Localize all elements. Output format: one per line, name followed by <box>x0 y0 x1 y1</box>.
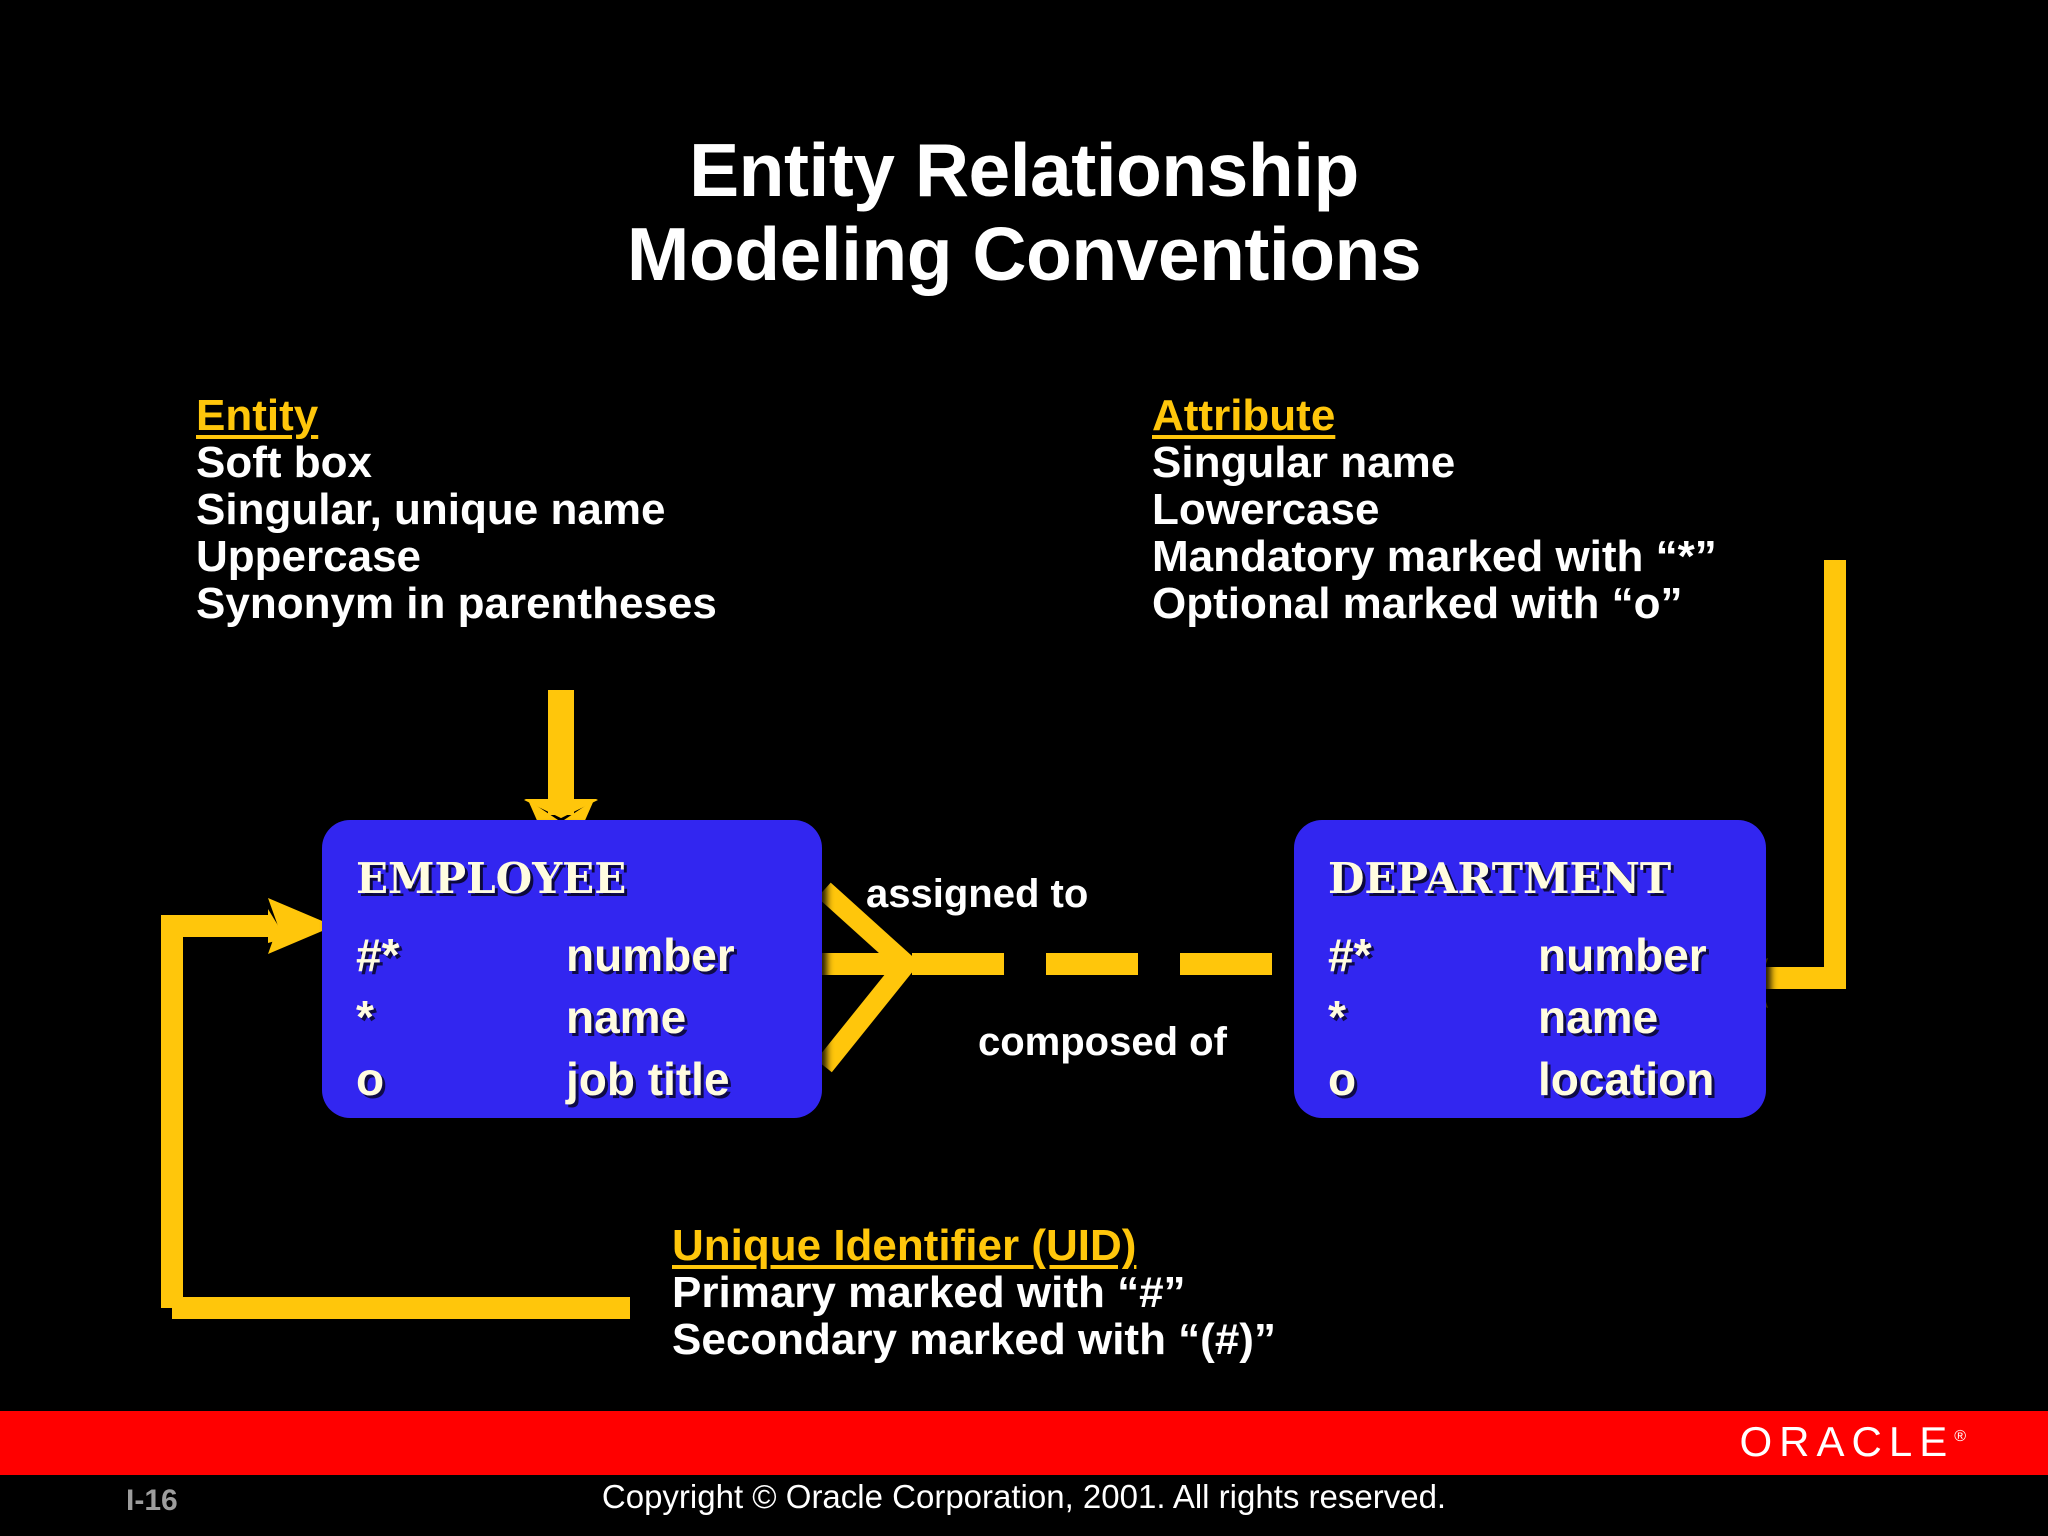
entity-item-2: Uppercase <box>196 532 422 582</box>
title-line-1: Entity Relationship <box>689 128 1359 212</box>
entity-attribute-row: * name <box>356 990 796 1044</box>
oracle-logo: ORACLE® <box>1739 1418 1966 1466</box>
entity-box-title: EMPLOYEE <box>356 854 627 903</box>
entity-box-title: DEPARTMENT <box>1328 854 1672 903</box>
attribute-conventions-list: Attribute Singular name Lowercase Mandat… <box>1152 392 1717 627</box>
entity-item-0: Soft box <box>196 438 372 488</box>
entity-attribute-row: #* number <box>356 928 796 982</box>
entity-item-1: Singular, unique name <box>196 485 666 535</box>
uid-item-0: Primary marked with “#” <box>672 1268 1186 1318</box>
registered-mark-icon: ® <box>1954 1428 1966 1445</box>
entity-box-department[interactable]: DEPARTMENT #* number * name o location <box>1294 820 1766 1118</box>
attribute-item-1: Lowercase <box>1152 485 1380 535</box>
attribute-item-2: Mandatory marked with “*” <box>1152 532 1717 582</box>
title-line-2: Modeling Conventions <box>626 212 1422 296</box>
relationship-label-composed-of: composed of <box>978 1020 1227 1064</box>
entity-attribute-row: o job title <box>356 1052 796 1106</box>
uid-item-1: Secondary marked with “(#)” <box>672 1315 1276 1365</box>
entity-attribute-row: o location <box>1328 1052 1768 1106</box>
uid-conventions-list: Unique Identifier (UID) Primary marked w… <box>672 1222 1276 1363</box>
oracle-footer-band <box>0 1411 2048 1475</box>
attribute-item-3: Optional marked with “o” <box>1152 579 1683 629</box>
entity-attribute-row: #* number <box>1328 928 1768 982</box>
attribute-name: job title <box>566 1053 730 1105</box>
attribute-marker: o <box>356 1053 385 1105</box>
attribute-name: number <box>566 929 735 981</box>
page-number: I-16 <box>126 1484 178 1517</box>
attribute-marker: * <box>356 991 374 1043</box>
entity-attribute-row: * name <box>1328 990 1768 1044</box>
attribute-name: name <box>566 991 687 1043</box>
copyright-notice: Copyright © Oracle Corporation, 2001. Al… <box>601 1478 1447 1515</box>
attribute-name: location <box>1538 1053 1715 1105</box>
uid-heading: Unique Identifier (UID) <box>672 1221 1137 1270</box>
attribute-marker: #* <box>356 929 400 981</box>
attribute-name: name <box>1538 991 1659 1043</box>
attribute-name: number <box>1538 929 1707 981</box>
attribute-marker: #* <box>1328 929 1372 981</box>
attribute-marker: o <box>1328 1053 1357 1105</box>
entity-box-employee[interactable]: EMPLOYEE #* number * name o job title <box>322 820 822 1118</box>
entity-heading: Entity <box>196 391 319 440</box>
page-title: Entity Relationship Modeling Conventions <box>0 128 2048 296</box>
attribute-heading: Attribute <box>1152 391 1336 440</box>
attribute-item-0: Singular name <box>1152 438 1456 488</box>
attribute-marker: * <box>1328 991 1346 1043</box>
oracle-logo-text: ORACLE <box>1739 1418 1955 1465</box>
relationship-label-assigned-to: assigned to <box>866 872 1089 916</box>
entity-item-3: Synonym in parentheses <box>196 579 717 629</box>
entity-conventions-list: Entity Soft box Singular, unique name Up… <box>196 392 717 627</box>
